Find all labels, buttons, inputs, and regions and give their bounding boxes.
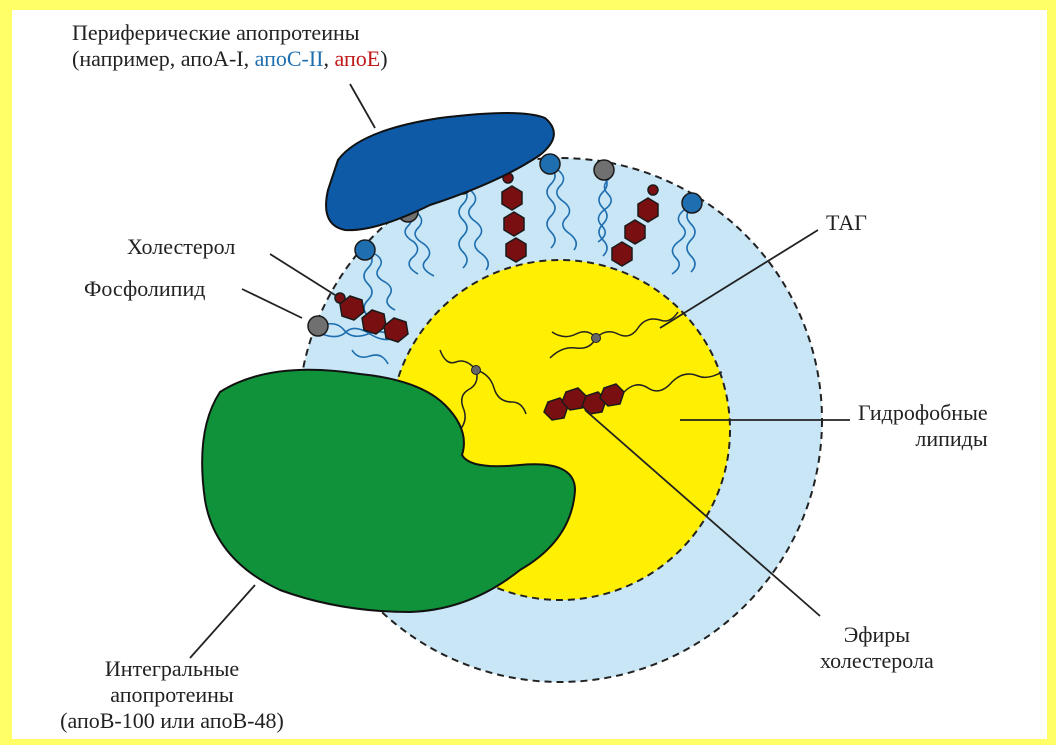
label-hydrophobic-line1: Гидрофобные [858, 400, 988, 425]
phospholipid-head-gray [308, 316, 328, 336]
label-phospholipid: Фосфолипид [84, 276, 205, 302]
phospholipid-head-gray [594, 160, 614, 180]
label-esters-line2: холестерола [820, 648, 934, 673]
label-integral-line1: Интегральные [105, 656, 239, 681]
label-esters-line1: Эфиры [844, 622, 910, 647]
phospholipid-head-blue [682, 193, 702, 213]
label-close: ) [380, 46, 387, 71]
label-peripheral-apoproteins: Периферические апопротеины (например, ап… [72, 20, 388, 72]
label-tag: ТАГ [826, 210, 867, 236]
label-integral-line3: (апоВ-100 или апоВ-48) [60, 708, 284, 733]
label-integral-apoproteins: Интегральные апопротеины (апоВ-100 или а… [42, 656, 302, 734]
label-apoC: апоС-II [255, 46, 324, 71]
label-hydrophobic-lipids: Гидрофобные липиды [858, 400, 988, 452]
label-cholesterol-esters: Эфиры холестерола [820, 622, 934, 674]
phospholipid-head-blue [540, 154, 560, 174]
label-apoE: апоЕ [335, 46, 381, 71]
label-peripheral-line1: Периферические апопротеины [72, 20, 360, 45]
label-cholesterol: Холестерол [127, 234, 235, 260]
label-peripheral-open: (например, апоА-I, [72, 46, 255, 71]
label-comma: , [324, 46, 335, 71]
phospholipid-head-blue [355, 240, 375, 260]
label-hydrophobic-line2: липиды [915, 426, 987, 451]
label-integral-line2: апопротеины [110, 682, 233, 707]
